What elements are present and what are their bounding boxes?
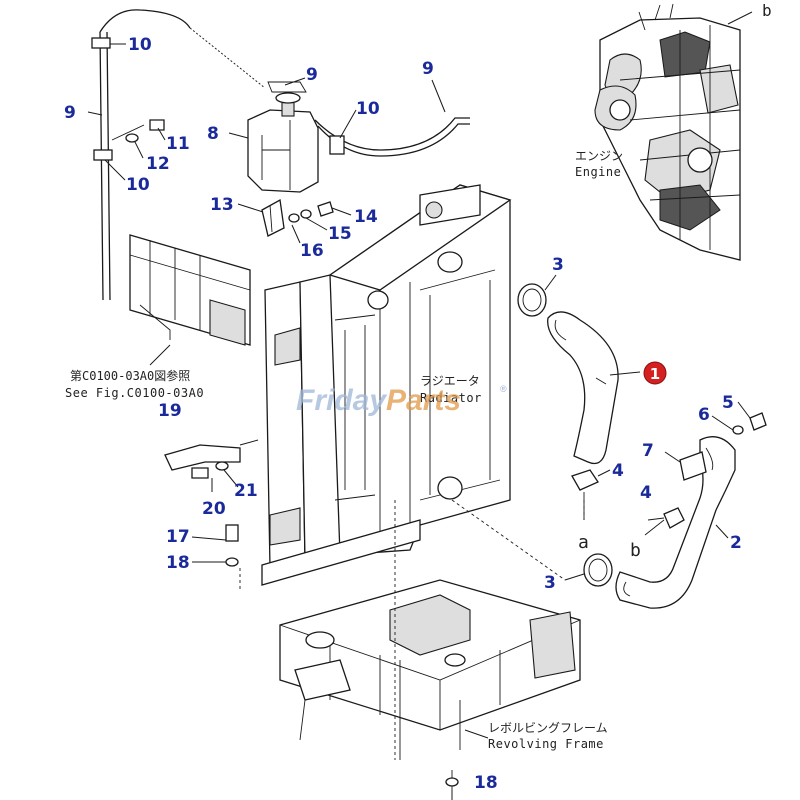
callout-9-left: 9 xyxy=(64,103,76,123)
bracket-13 xyxy=(261,198,334,237)
frame-label-jp: レボルビングフレーム xyxy=(488,721,608,735)
see-fig-label-en: See Fig.C0100-03A0 xyxy=(65,386,204,400)
lower-hose xyxy=(615,436,736,609)
clamp-4-mid xyxy=(644,507,685,536)
engine-illustration: エンジン Engine b xyxy=(575,1,772,261)
callout-16: 16 xyxy=(300,241,324,261)
see-fig-label-jp: 第C0100-03A0図参照 xyxy=(70,368,190,383)
callout-1: 1 xyxy=(650,365,660,383)
upper-hose xyxy=(547,311,619,465)
overflow-hose-right xyxy=(314,117,470,157)
side-frame-bracket xyxy=(129,234,251,366)
connector-letter-b: b xyxy=(630,540,641,561)
revolving-frame xyxy=(279,579,581,800)
clamp-3-bottom xyxy=(564,553,613,587)
callouts: 10 9 9 9 10 11 12 10 8 13 14 15 16 3 5 6… xyxy=(64,35,742,793)
radiator-label-en: Radiator xyxy=(420,391,482,405)
watermark: FridayParts ® xyxy=(296,384,507,417)
connector-letter-b-top: b xyxy=(762,1,772,20)
callout-4-top: 4 xyxy=(612,461,624,481)
radiator-label-jp: ラジエータ xyxy=(420,374,480,388)
overflow-tube xyxy=(91,9,266,301)
frame-label-en: Revolving Frame xyxy=(488,737,604,751)
callout-13: 13 xyxy=(210,195,234,215)
callout-19: 19 xyxy=(158,401,182,421)
callout-14: 14 xyxy=(354,207,378,227)
watermark-part2: Parts xyxy=(386,384,461,417)
bracket-19 xyxy=(164,444,241,567)
callout-8: 8 xyxy=(207,124,219,144)
clamp-3-top xyxy=(517,274,557,317)
connector-letter-a: a xyxy=(578,532,589,553)
callout-17: 17 xyxy=(166,527,190,547)
reserve-tank xyxy=(247,81,319,193)
callout-9-right: 9 xyxy=(422,59,434,79)
bolt-5 xyxy=(732,412,767,435)
bracket-7 xyxy=(664,451,707,481)
bolt-11 xyxy=(111,119,165,143)
watermark-part1: Friday xyxy=(296,384,387,417)
engine-label-en: Engine xyxy=(575,165,621,179)
callout-12: 12 xyxy=(146,154,170,174)
callout-6: 6 xyxy=(698,405,710,425)
svg-text:FridayParts: FridayParts xyxy=(296,384,461,417)
callout-15: 15 xyxy=(328,224,352,244)
callout-2: 2 xyxy=(730,533,742,553)
callout-4-mid: 4 xyxy=(640,483,652,503)
watermark-reg-mark: ® xyxy=(500,384,507,394)
callout-21: 21 xyxy=(234,481,258,501)
callout-1-badge: 1 xyxy=(643,361,667,385)
radiator xyxy=(261,184,512,586)
callout-5: 5 xyxy=(722,393,734,413)
callout-10-low: 10 xyxy=(126,175,150,195)
callout-7: 7 xyxy=(642,441,654,461)
dashed-connectors xyxy=(239,499,585,760)
callout-10-mid: 10 xyxy=(356,99,380,119)
callout-18-left: 18 xyxy=(166,553,190,573)
callout-20: 20 xyxy=(202,499,226,519)
callout-3-top: 3 xyxy=(552,255,564,275)
callout-9-cap: 9 xyxy=(306,65,318,85)
callout-10-top: 10 xyxy=(128,35,152,55)
callout-11: 11 xyxy=(166,134,190,154)
callout-3-bottom: 3 xyxy=(544,573,556,593)
leader-lines xyxy=(87,43,751,563)
engine-label-jp: エンジン xyxy=(575,149,623,163)
clamp-4-top xyxy=(571,469,611,520)
callout-18-bottom: 18 xyxy=(474,773,498,793)
